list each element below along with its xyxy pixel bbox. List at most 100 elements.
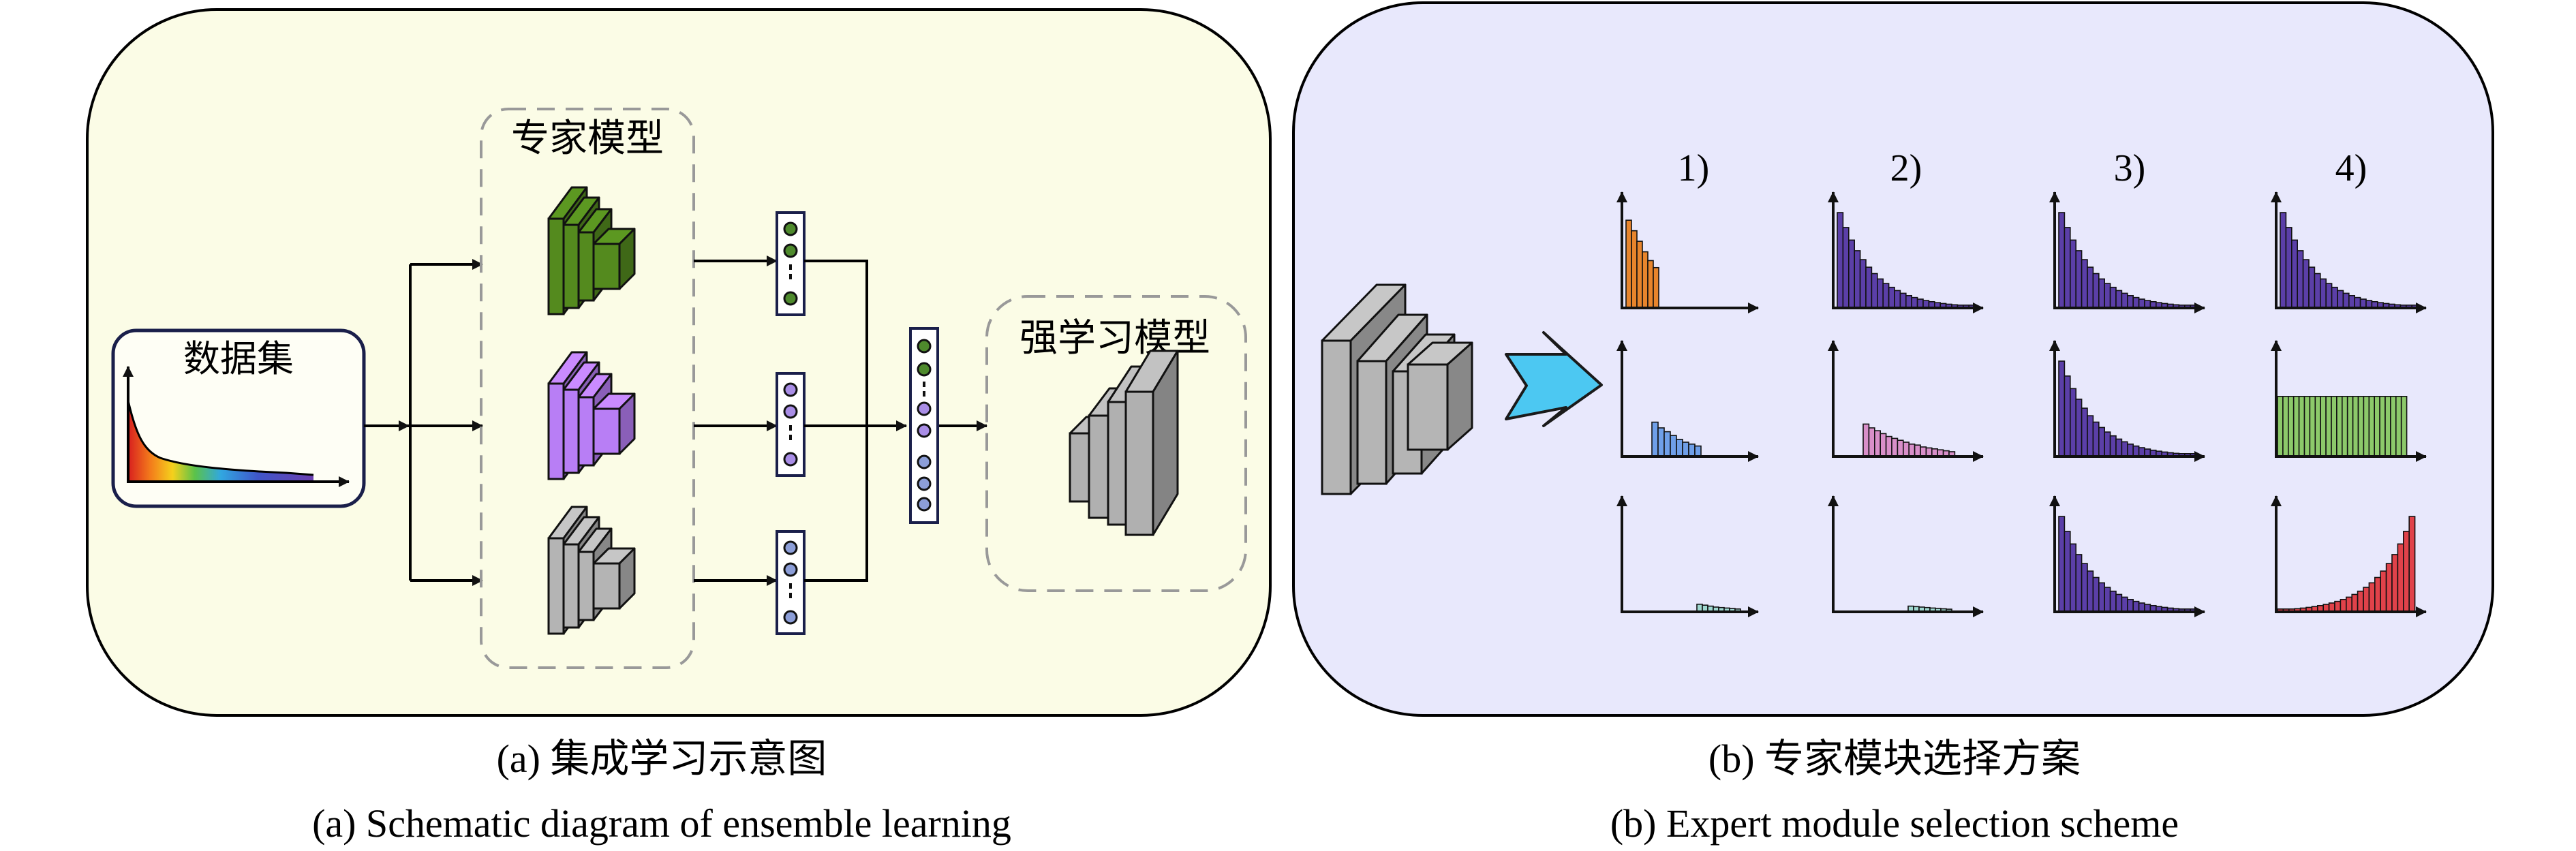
hist-r3-c4 [2271, 495, 2427, 617]
hist-bar [1897, 439, 1904, 457]
hist-bar [1653, 266, 1659, 309]
hist-r3-c3 [2049, 495, 2205, 617]
expert-model-1-layer-4 [592, 228, 636, 290]
hist-bar [2132, 296, 2140, 309]
dataset-box: 数据集 [111, 328, 366, 508]
expert-model-3-layer-4 [592, 547, 636, 610]
hist-bar [2277, 395, 2284, 457]
hist-bar [2314, 395, 2322, 457]
expert-model-1 [547, 186, 636, 315]
hist-bar [2397, 543, 2404, 613]
hist-r1-c1 [1616, 191, 1759, 313]
expert-model-2 [547, 351, 636, 480]
hist-bar [2400, 395, 2408, 457]
hist-bar [1663, 431, 1671, 457]
hist-r1-c4 [2271, 191, 2427, 313]
hist-bar [1865, 266, 1873, 309]
hist-bar [1885, 435, 1892, 457]
hist-bar [2070, 388, 2077, 457]
hist-bar [2374, 576, 2382, 613]
hist-bar [2325, 283, 2333, 309]
hist-bar [1676, 438, 1683, 457]
panel-b-background [1292, 1, 2494, 717]
hist-bar [2098, 278, 2106, 309]
hist-bar [2109, 590, 2117, 613]
hist-bar [2385, 395, 2391, 457]
hist-bar [2087, 570, 2094, 613]
hist-bar [2109, 435, 2117, 457]
caption-b-en: (b) Expert module selection scheme [1610, 801, 2179, 846]
hist-bar [2075, 399, 2083, 457]
hist-bar [2298, 395, 2305, 457]
expert-model-2-layer-4 [592, 392, 636, 455]
hist-bar [2342, 292, 2350, 309]
caption-a-zh: (a) 集成学习示意图 [497, 737, 827, 781]
hist-bar [2288, 395, 2295, 457]
experts-label: 专家模型 [511, 117, 664, 161]
hist-bar [2058, 516, 2066, 613]
combined-node [917, 339, 932, 354]
hist-bar [2348, 294, 2356, 309]
vector-node [783, 243, 798, 258]
hist-bar [2385, 563, 2393, 613]
vector-node [783, 382, 798, 397]
dataset-distribution [128, 401, 313, 480]
hist-bar [2070, 543, 2077, 613]
hist-bar [2403, 531, 2410, 613]
hist-bar [1871, 273, 1878, 309]
caption-b-zh: (b) 专家模块选择方案 [1708, 737, 2081, 781]
hist-bar [2058, 212, 2066, 309]
hist-bar [2293, 395, 2300, 457]
hist-bar [2325, 395, 2332, 457]
hist-bar [2075, 250, 2083, 309]
hist-bar [1874, 430, 1882, 457]
hist-bar [2132, 445, 2140, 457]
hist-bar [2346, 596, 2353, 613]
hist-bar [1631, 230, 1638, 309]
hist-r2-c3 [2049, 340, 2205, 462]
hist-bar [2357, 395, 2365, 457]
hist-bar [1642, 251, 1649, 309]
column-label-3: 3) [2114, 147, 2146, 189]
hist-bar [1862, 423, 1870, 457]
vector-node [783, 291, 798, 306]
hist-bar [1894, 290, 1901, 309]
hist-bar [2363, 587, 2370, 613]
hist-bar [2351, 593, 2359, 613]
hist-bar [2104, 431, 2111, 457]
hist-bar [2352, 395, 2359, 457]
vector-node [783, 562, 798, 577]
hist-bar [1868, 427, 1875, 457]
selector-model-icon [1321, 283, 1473, 495]
hist-bar [2303, 395, 2311, 457]
hist-bar [2064, 531, 2071, 613]
hist-bar [2127, 443, 2134, 457]
dataset-label: 数据集 [183, 337, 294, 380]
hist-bar [2346, 395, 2354, 457]
combined-node [917, 423, 932, 438]
hist-bar [1903, 442, 1910, 457]
combined-node [917, 497, 932, 512]
hist-bar [2331, 395, 2337, 457]
hist-bar [1911, 296, 1918, 309]
hist-bar [2331, 286, 2338, 309]
hist-bar [2104, 587, 2111, 613]
hist-bar [1625, 219, 1632, 309]
expert-model-3 [547, 506, 636, 635]
hist-bar [1877, 278, 1884, 309]
column-label-1: 1) [1678, 147, 1710, 189]
hist-bar [1920, 446, 1927, 457]
hist-bar [2395, 395, 2402, 457]
hist-bar [2121, 441, 2128, 457]
hist-bar [2127, 294, 2134, 309]
hist-r2-c4 [2271, 340, 2427, 462]
hist-bar [2092, 273, 2100, 309]
hist-bar [1854, 250, 1861, 309]
vector-node [783, 610, 798, 625]
hist-bar [2115, 290, 2123, 309]
hist-r3-c2 [1828, 495, 1984, 617]
hist-bar [2354, 296, 2361, 309]
combined-node [917, 476, 932, 491]
hist-bar [2390, 395, 2397, 457]
hist-bar [1882, 283, 1890, 309]
